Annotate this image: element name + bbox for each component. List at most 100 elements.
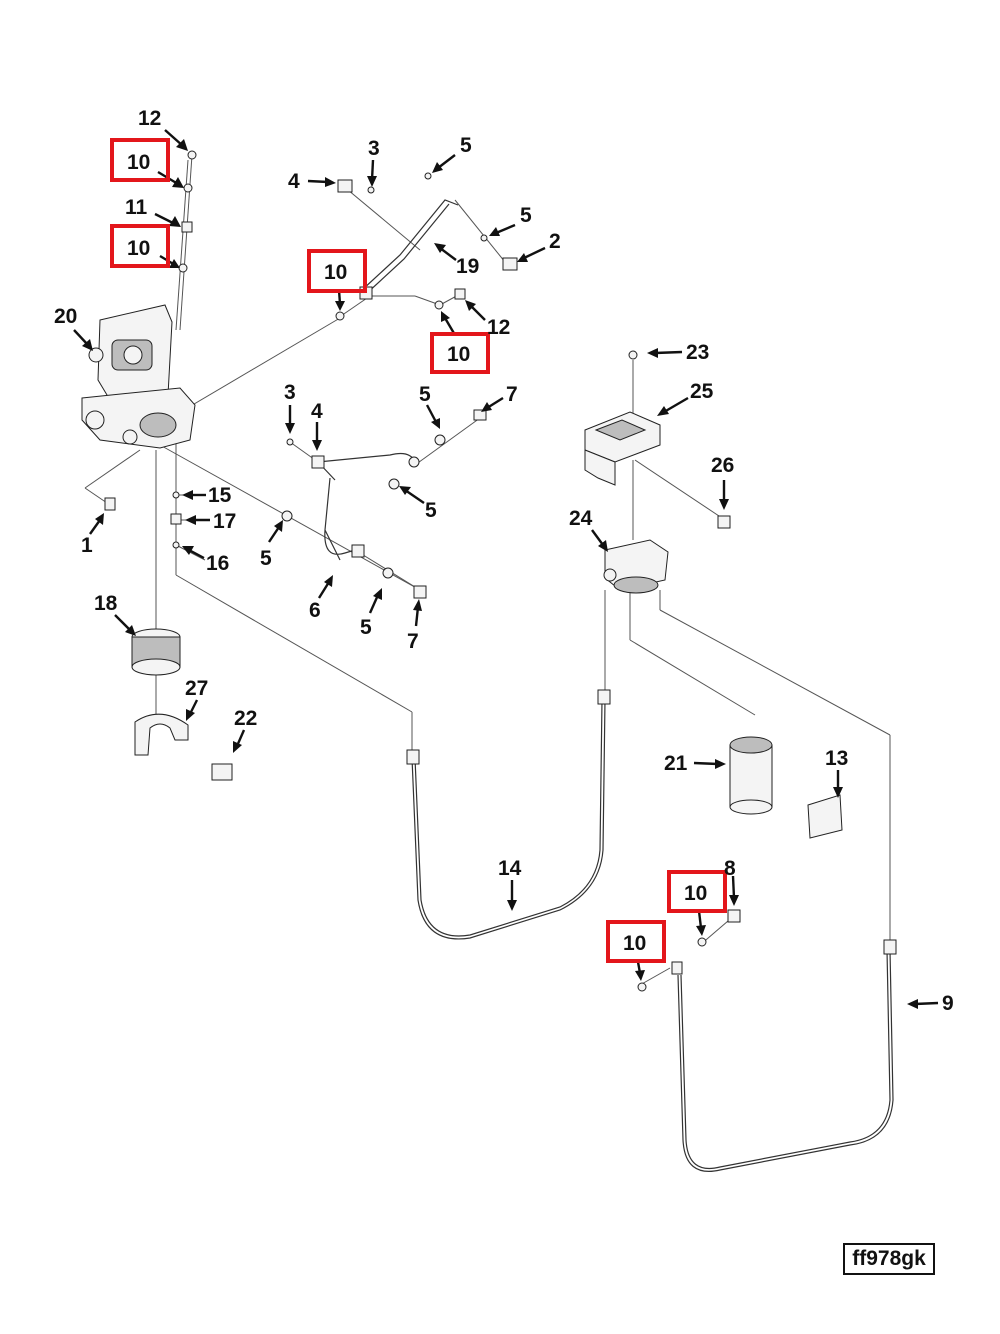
- callout-c7a: 7: [506, 383, 518, 406]
- arrow-c9: [907, 999, 939, 1009]
- reference-code: ff978gk: [843, 1243, 935, 1275]
- arrow-c18: [114, 614, 136, 636]
- callout-c26: 26: [711, 454, 734, 477]
- highlight-boxes: [110, 138, 727, 963]
- arrow-c15: [182, 490, 206, 500]
- arrow-c19: [434, 243, 457, 261]
- arrow-c11: [154, 212, 181, 227]
- arrow-c10e: [696, 910, 706, 936]
- callout-c4a: 4: [288, 170, 300, 193]
- callout-c3a: 3: [368, 137, 380, 160]
- callout-c9: 9: [942, 992, 954, 1015]
- arrow-c7b: [413, 599, 422, 627]
- arrow-c24: [591, 529, 608, 552]
- component-housing: [81, 304, 196, 449]
- arrow-c3b: [285, 405, 295, 434]
- arrow-c4b: [312, 422, 322, 451]
- callout-c19: 19: [456, 255, 479, 278]
- callout-c6: 6: [309, 599, 321, 622]
- callout-c22: 22: [234, 707, 257, 730]
- component-ring: [131, 628, 181, 676]
- callout-c18: 18: [94, 592, 118, 615]
- callout-c5a: 5: [460, 134, 472, 157]
- hose-9: [677, 949, 894, 1172]
- arrow-c10f: [635, 961, 645, 981]
- arrow-c4a: [307, 177, 336, 187]
- highlight-box-c10a: [110, 138, 170, 182]
- callout-c10e: 10: [684, 882, 707, 905]
- callout-c5c: 5: [419, 383, 431, 406]
- component-filter: [729, 736, 773, 815]
- arrow-c26: [719, 480, 729, 510]
- arrow-c12a: [164, 129, 188, 151]
- highlight-box-c10e: [667, 870, 727, 913]
- arrow-c5b: [489, 223, 516, 236]
- callout-c20: 20: [54, 305, 77, 328]
- arrow-c27: [186, 699, 199, 721]
- arrow-c10d: [441, 311, 457, 336]
- callout-c7b: 7: [407, 630, 419, 653]
- callout-c23: 23: [686, 341, 709, 364]
- callout-c2: 2: [549, 230, 561, 253]
- arrow-c5e: [268, 520, 283, 543]
- callout-c10a: 10: [127, 151, 150, 174]
- arrow-c23: [647, 348, 683, 358]
- components: [81, 150, 897, 992]
- drawing-lines: [84, 154, 891, 945]
- callout-c10f: 10: [623, 932, 646, 955]
- callout-c11: 11: [125, 196, 148, 219]
- hoses: [317, 199, 894, 1172]
- arrow-c10c: [335, 289, 345, 311]
- arrow-c12b: [465, 300, 486, 321]
- callout-c5b: 5: [520, 204, 532, 227]
- callout-c3b: 3: [284, 381, 296, 404]
- highlight-box-c10c: [307, 249, 367, 293]
- callout-c5f: 5: [360, 616, 372, 639]
- arrow-c16: [182, 546, 205, 560]
- callout-c17: 17: [213, 510, 236, 533]
- callout-c8: 8: [724, 857, 736, 880]
- arrow-c5f: [368, 588, 382, 614]
- callout-c5e: 5: [260, 547, 272, 570]
- callout-arrows: [73, 129, 939, 1009]
- arrow-c1: [89, 513, 104, 535]
- arrow-c5d: [399, 486, 425, 504]
- arrow-c5a: [432, 154, 456, 173]
- hose-14: [411, 699, 606, 940]
- callout-c24: 24: [569, 507, 593, 530]
- highlight-box-c10d: [430, 332, 490, 374]
- callout-c21: 21: [664, 752, 688, 775]
- arrow-c2: [517, 246, 546, 262]
- arrow-c5c: [425, 404, 440, 429]
- callout-c4b: 4: [311, 400, 323, 423]
- arrow-c21: [693, 759, 726, 769]
- callout-c16: 16: [206, 552, 229, 575]
- arrow-c3a: [367, 159, 377, 187]
- callout-c1: 1: [81, 534, 93, 557]
- arrow-c6: [317, 575, 333, 599]
- callout-labels: 12 10 11 10 20 3 4 5 5 2 19 10 12 10 23 …: [54, 107, 954, 1015]
- callout-c25: 25: [690, 380, 714, 403]
- arrow-c20: [73, 329, 93, 351]
- arrow-c13: [833, 770, 843, 798]
- highlight-box-c10f: [606, 920, 666, 963]
- arrow-c17: [185, 515, 210, 525]
- callout-c15: 15: [208, 484, 232, 507]
- callout-c13: 13: [825, 747, 848, 770]
- arrow-c22: [233, 729, 246, 753]
- callout-c10d: 10: [447, 343, 470, 366]
- callout-c12a: 12: [138, 107, 161, 130]
- callout-c27: 27: [185, 677, 208, 700]
- arrow-c7a: [481, 396, 504, 412]
- arrow-c14: [507, 880, 517, 911]
- callout-c14: 14: [498, 857, 522, 880]
- callout-c5d: 5: [425, 499, 437, 522]
- component-filter-head: [603, 539, 669, 594]
- highlight-box-c10b: [110, 224, 170, 268]
- callout-c12b: 12: [487, 316, 510, 339]
- callout-c10c: 10: [324, 261, 347, 284]
- component-bracket: [584, 411, 661, 486]
- arrow-c25: [657, 396, 689, 416]
- callout-c10b: 10: [127, 237, 150, 260]
